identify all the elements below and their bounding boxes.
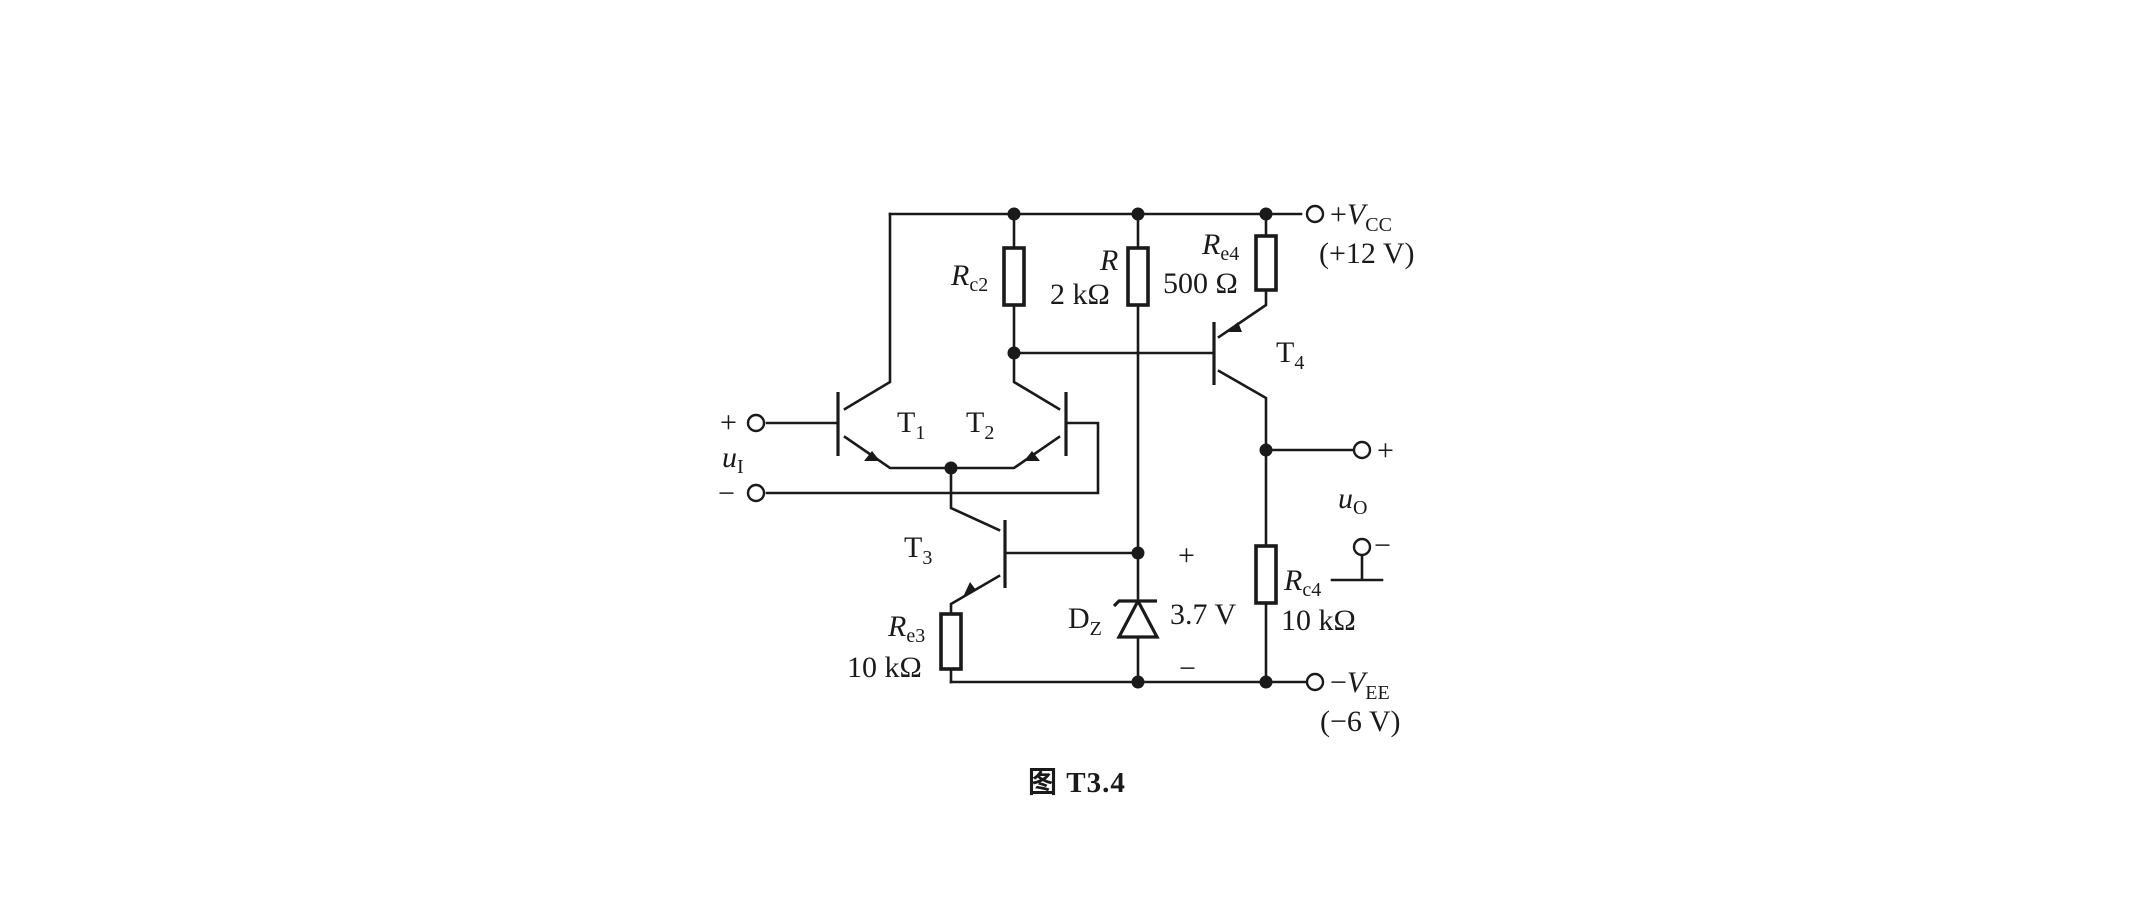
ui-minus-wire xyxy=(765,421,1100,495)
rc2-symbol: R xyxy=(950,259,969,292)
t1-label: T1 xyxy=(897,406,925,444)
ui-subscript: I xyxy=(737,456,744,478)
r-label: R xyxy=(1099,244,1118,277)
ui-plus-sign: + xyxy=(720,406,737,439)
t3-subscript: 3 xyxy=(922,547,932,569)
re4-subscript: e4 xyxy=(1220,243,1239,265)
dz-symbol: D xyxy=(1068,602,1090,635)
t1-collector-wire xyxy=(843,212,892,411)
junction-dot xyxy=(1259,443,1273,457)
t1-emitter-arrow xyxy=(864,451,880,461)
terminals xyxy=(746,204,1372,692)
re4-label: Re4 xyxy=(1201,228,1239,265)
t2-label: T2 xyxy=(966,406,994,444)
resistors xyxy=(939,234,1278,671)
dz-subscript: Z xyxy=(1090,618,1102,640)
rc4-resistor xyxy=(1254,544,1278,605)
uo-symbol: u xyxy=(1338,482,1353,515)
t3-symbol: T xyxy=(904,531,922,564)
vee-label: −VEE xyxy=(1330,666,1390,704)
t4-symbol: T xyxy=(1276,336,1294,369)
t3-emitter-arrow xyxy=(963,582,976,597)
labels: +VCC (+12 V) −VEE (−6 V) Rc2 R 2 kΩ Re4 … xyxy=(718,198,1415,799)
vee-terminal xyxy=(1305,672,1325,692)
junction-dot xyxy=(1259,675,1273,689)
uo-label: uO xyxy=(1338,482,1367,519)
t2-collector-wire xyxy=(1012,351,1061,411)
vcc-sign: + xyxy=(1330,198,1347,231)
vee-value: (−6 V) xyxy=(1320,705,1401,738)
vee-sign: − xyxy=(1330,666,1347,699)
t2-subscript: 2 xyxy=(984,422,994,444)
uo-plus-sign: + xyxy=(1377,434,1394,467)
re3-subscript: e3 xyxy=(906,625,925,647)
re4-value: 500 Ω xyxy=(1163,267,1238,300)
vcc-symbol: V xyxy=(1347,198,1369,231)
t4-collector-wire xyxy=(1217,369,1268,452)
ui-minus-sign: − xyxy=(718,477,735,510)
vee-subscript: EE xyxy=(1365,682,1389,704)
ui-label: uI xyxy=(722,441,744,478)
junctions xyxy=(944,207,1273,689)
t2-symbol: T xyxy=(966,406,984,439)
transistors xyxy=(836,322,1242,597)
t1-subscript: 1 xyxy=(915,422,925,444)
t2-emitter-arrow xyxy=(1024,451,1040,461)
junction-dot xyxy=(1131,546,1145,560)
rc2-resistor xyxy=(1002,246,1026,307)
t3-label: T3 xyxy=(904,531,932,569)
uo-minus-terminal xyxy=(1352,537,1372,557)
t1-symbol: T xyxy=(897,406,915,439)
rc4-symbol: R xyxy=(1283,564,1302,597)
re4-resistor xyxy=(1254,234,1278,292)
t4-emitter-arrow xyxy=(1226,322,1242,332)
uo-subscript: O xyxy=(1353,497,1367,519)
ui-symbol: u xyxy=(722,441,737,474)
t4-label: T4 xyxy=(1276,336,1304,374)
figure-caption: 图 T3.4 xyxy=(1028,767,1126,799)
vcc-subscript: CC xyxy=(1365,214,1392,236)
junction-dot xyxy=(1007,346,1021,360)
dz-label: DZ xyxy=(1068,602,1102,640)
ui-minus-terminal xyxy=(746,483,766,503)
dz-cathode-bar xyxy=(1112,599,1157,608)
uo-minus-sign: − xyxy=(1374,529,1391,562)
re4-symbol: R xyxy=(1201,228,1220,261)
vcc-terminal xyxy=(1305,204,1325,224)
t4-subscript: 4 xyxy=(1294,352,1304,374)
r-value: 2 kΩ xyxy=(1050,278,1110,311)
junction-dot xyxy=(1007,207,1021,221)
dz-triangle xyxy=(1116,597,1160,639)
dz-value: 3.7 V xyxy=(1170,598,1236,631)
vee-symbol: V xyxy=(1347,666,1369,699)
vcc-value: (+12 V) xyxy=(1319,237,1415,270)
rc2-subscript: c2 xyxy=(969,274,988,296)
re3-label: Re3 xyxy=(887,610,925,647)
re3-symbol: R xyxy=(887,610,906,643)
t3-emitter-wire xyxy=(949,574,1001,616)
dz-plus: + xyxy=(1178,539,1195,572)
re3-value: 10 kΩ xyxy=(847,651,922,684)
rc4-subscript: c4 xyxy=(1302,579,1321,601)
re3-resistor xyxy=(939,612,963,671)
junction-dot xyxy=(944,461,958,475)
r-resistor xyxy=(1126,246,1150,307)
junction-dot xyxy=(1131,207,1145,221)
junction-dot xyxy=(1131,675,1145,689)
rc4-value: 10 kΩ xyxy=(1281,604,1356,637)
zener-diode xyxy=(1112,597,1160,639)
junction-dot xyxy=(1259,207,1273,221)
t3-collector-wire xyxy=(949,466,1001,532)
rc4-label: Rc4 xyxy=(1283,564,1321,601)
vcc-label: +VCC xyxy=(1330,198,1392,236)
uo-plus-terminal xyxy=(1352,440,1372,460)
dz-minus: − xyxy=(1179,652,1196,685)
ui-plus-terminal xyxy=(746,413,766,433)
rc2-label: Rc2 xyxy=(950,259,988,296)
